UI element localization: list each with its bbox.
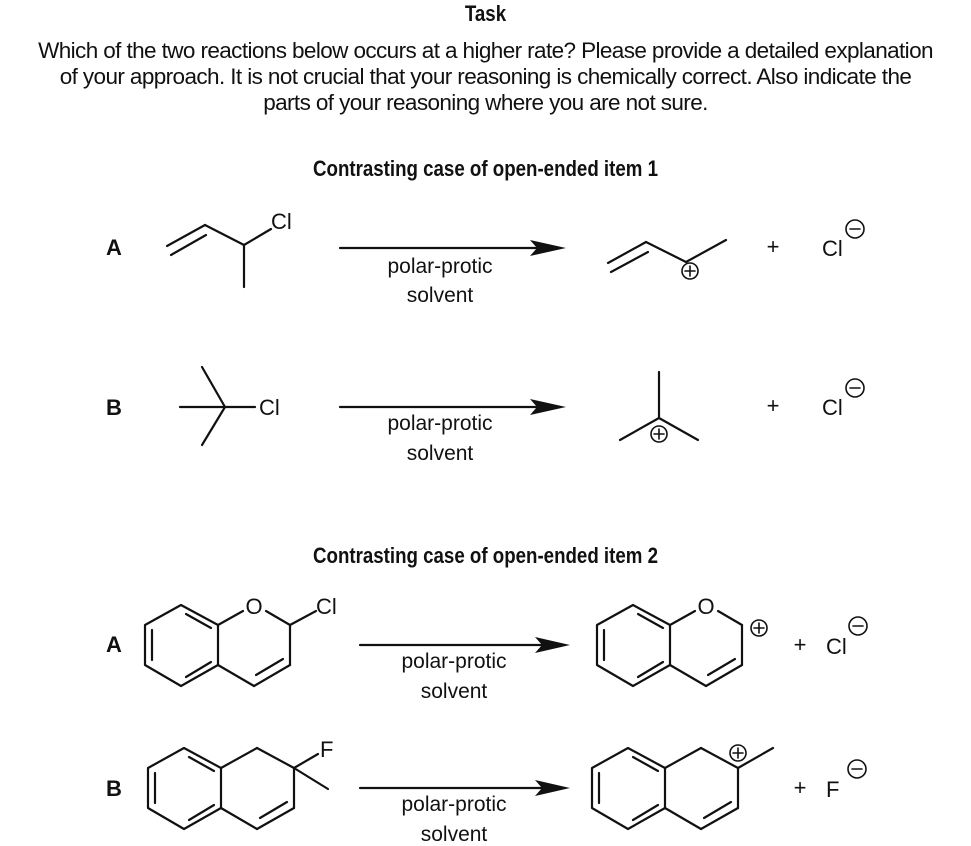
task-instructions-line: parts of your reasoning where you are no… (263, 90, 708, 115)
negative-charge-icon (845, 219, 865, 239)
atom-label: F (320, 737, 333, 762)
reaction-condition: solvent (421, 680, 488, 703)
reaction-arrow (358, 637, 570, 653)
section-title-item-2: Contrasting case of open-ended item 2 (313, 543, 658, 568)
atom-label: O (697, 594, 714, 619)
negative-charge-icon (845, 378, 865, 398)
plus-sign: + (794, 632, 807, 657)
product-structure-tert-butyl-cation (618, 370, 700, 443)
chloride-ion: Cl (822, 219, 865, 261)
atom-label: O (245, 594, 262, 619)
fluoride-ion: F (826, 759, 867, 802)
plus-sign: + (794, 775, 807, 800)
task-instructions-line: Which of the two reactions below occurs … (38, 38, 933, 63)
reaction-condition: solvent (407, 442, 474, 465)
reaction-condition: solvent (421, 823, 488, 846)
reaction-arrow (338, 240, 566, 256)
reaction-condition: polar-protic (401, 650, 506, 673)
reaction-label: A (106, 235, 122, 260)
reaction-2b: B F polar-protic solvent (106, 737, 867, 846)
product-structure-dihydronaphthyl-cation (590, 744, 775, 831)
svg-text:Cl: Cl (822, 395, 843, 420)
reaction-condition: polar-protic (387, 412, 492, 435)
svg-text:Cl: Cl (822, 236, 843, 261)
reaction-1b: B Cl polar-protic solvent + Cl (106, 365, 865, 465)
svg-text:F: F (826, 777, 839, 802)
product-structure-chromenyl-cation: O (595, 594, 768, 688)
reaction-label: B (106, 776, 122, 801)
positive-charge-icon (750, 619, 768, 637)
atom-label: Cl (271, 209, 292, 234)
plus-sign: + (767, 393, 780, 418)
reaction-condition: solvent (407, 284, 474, 307)
reaction-label: B (106, 395, 122, 420)
atom-label: Cl (316, 594, 337, 619)
reactant-structure-tert-butyl-chloride: Cl (178, 365, 280, 447)
atom-label: Cl (259, 395, 280, 420)
positive-charge-icon (650, 425, 668, 443)
reaction-2a: A O Cl polar-protic solvent (106, 594, 868, 703)
reaction-arrow (358, 780, 570, 796)
positive-charge-icon (729, 744, 747, 762)
reaction-condition: polar-protic (401, 793, 506, 816)
reactant-structure-fluoro-dihydronaphthalene: F (146, 737, 333, 831)
reaction-condition: polar-protic (387, 255, 492, 278)
task-instructions-line: of your approach. It is not crucial that… (59, 64, 912, 89)
task-instructions: Which of the two reactions below occurs … (0, 38, 971, 116)
chloride-ion: Cl (822, 378, 865, 420)
svg-text:Cl: Cl (826, 634, 847, 659)
chloride-ion: Cl (826, 616, 868, 659)
negative-charge-icon (847, 759, 867, 779)
product-structure-allylic-cation (606, 238, 728, 280)
section-title-item-1: Contrasting case of open-ended item 1 (313, 156, 658, 181)
reaction-label: A (106, 632, 122, 657)
negative-charge-icon (848, 616, 868, 636)
reactant-structure-2-chlorochromene: O Cl (143, 594, 337, 688)
plus-sign: + (767, 234, 780, 259)
task-title: Task (464, 1, 507, 26)
reaction-1a: A Cl polar-protic solvent + Cl (106, 209, 865, 307)
reactant-structure-3-chlorobutene: Cl (165, 209, 292, 289)
reaction-arrow (338, 399, 566, 415)
positive-charge-icon (681, 262, 699, 280)
